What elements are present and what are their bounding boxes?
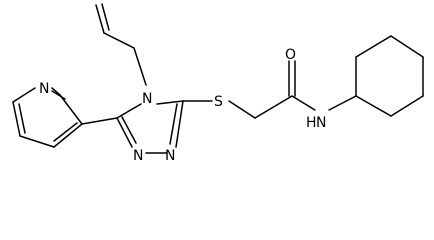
bond-s-ch2: [228, 100, 256, 119]
bond-n2-c3-double-a: [175, 100, 184, 148]
bond-c5-pyridine: [81, 117, 118, 125]
bond-ch2-carbonyl: [254, 95, 293, 119]
bond-n4-c3: [156, 100, 184, 105]
atom-n-triazole-4: N: [142, 91, 152, 107]
bond-c5-n1-double-b: [121, 116, 137, 144]
atom-h-amide: H: [306, 115, 317, 131]
pyridine-ring: [12, 87, 118, 148]
bond-pyr-c5-c4: [19, 135, 55, 148]
bond-allyl-ch2-n4: [133, 47, 147, 86]
bond-pyr-c6-c5-inner: [18, 103, 26, 134]
bond-pyr-c2-n1-a: [51, 87, 61, 96]
bond-pyr-n1-c6: [12, 87, 36, 103]
bond-allyl-terminal-double-b: [101, 3, 110, 31]
atom-n-amide: N: [316, 115, 326, 131]
bond-cy-3-4: [390, 35, 424, 58]
bond-pyr-c4-c3-inner: [53, 122, 78, 142]
chemical-structure-diagram: N N N S O N H N: [12, 3, 424, 164]
bond-pyr-c3-c2: [59, 94, 83, 125]
bond-n2-c3-double-b: [169, 103, 178, 145]
bond-carbonyl-n: [291, 95, 316, 111]
bond-pyr-c6-c5: [12, 101, 21, 137]
bond-allyl-ch-ch2: [103, 32, 135, 49]
bond-c5-n1-double-a: [116, 117, 133, 148]
thioacetamide-chain: [182, 60, 357, 119]
atom-n-pyridine: N: [39, 81, 49, 97]
bond-cy-6-1: [355, 95, 392, 117]
bond-cy-2-3: [355, 35, 392, 58]
bond-pyr-c4-c3: [53, 123, 83, 148]
triazole-ring: [116, 100, 184, 154]
bond-n4-c5: [116, 103, 142, 119]
bond-cy-5-6: [390, 95, 424, 117]
bond-pyr-c2-n1-b: [51, 90, 66, 100]
bond-allyl-terminal-double-a: [95, 4, 105, 34]
cyclohexyl-ring: [355, 35, 424, 117]
atom-n-triazole-1: N: [133, 148, 143, 164]
atom-o-carbonyl: O: [285, 47, 296, 63]
atom-s-thioether: S: [214, 94, 223, 110]
allyl-group: [95, 3, 147, 86]
atom-n-triazole-2: N: [165, 148, 175, 164]
bond-n-cyclohexyl: [328, 95, 357, 111]
